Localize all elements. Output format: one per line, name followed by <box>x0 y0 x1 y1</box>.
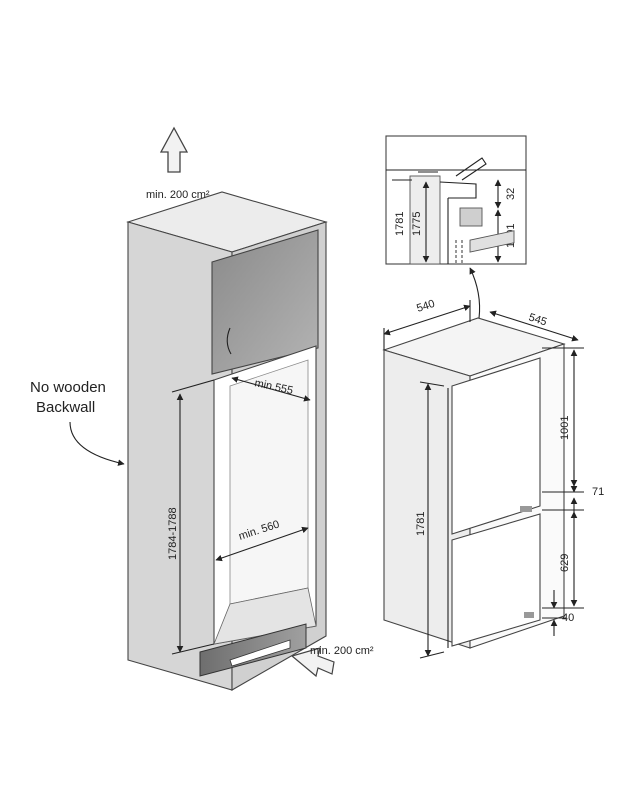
upper-cabinet-door <box>211 229 319 375</box>
cabinet-drawing <box>69 126 335 691</box>
inset-1781-label: 1781 <box>394 212 406 236</box>
plinth-grille <box>199 623 307 677</box>
vent-bottom-label: min. 200 cm² <box>310 645 374 657</box>
airflow-up-arrow <box>159 126 189 173</box>
backwall-callout-arrow <box>69 421 125 466</box>
grille-slot <box>229 639 291 667</box>
inset-32-label: 32 <box>505 188 517 200</box>
gap-label: 71 <box>592 486 604 498</box>
inset-1775-label: 1775 <box>411 212 423 236</box>
freezer-height-label: 629 <box>559 554 571 572</box>
airflow-in-arrow <box>290 647 335 678</box>
no-backwall-label-line1: No wooden <box>30 379 106 396</box>
bottom-clearance-label: 40 <box>562 612 574 624</box>
fridge-height-label: 1001 <box>559 416 571 440</box>
niche-height-label: 1784-1788 <box>167 507 179 560</box>
appliance-depth-label: 545 <box>527 311 548 328</box>
appliance-total-height-label: 1781 <box>415 512 427 536</box>
no-backwall-label-line2: Backwall <box>36 399 95 416</box>
vent-top-label: min. 200 cm² <box>146 189 210 201</box>
appliance-width-label: 540 <box>415 298 436 315</box>
door-handle <box>226 327 232 355</box>
appliance-drawing <box>382 230 584 659</box>
